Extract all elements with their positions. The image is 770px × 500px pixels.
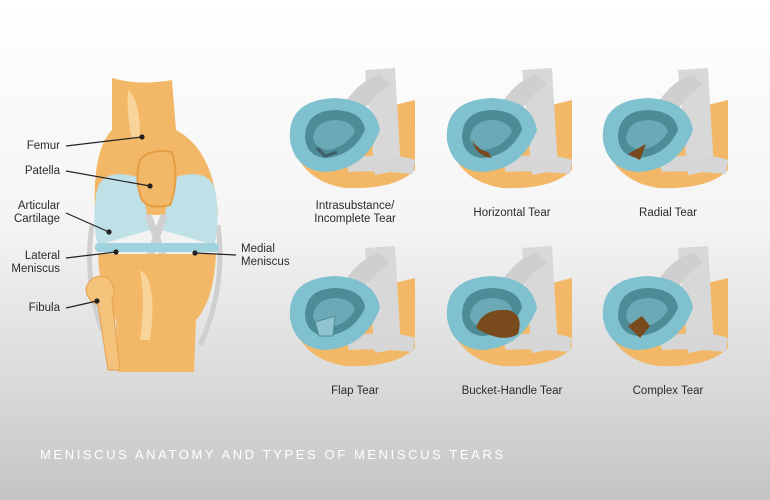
tear-label-line: Intrasubstance/: [315, 200, 395, 212]
label-line: Lateral: [24, 250, 60, 262]
ligament: [502, 333, 572, 352]
ligament: [502, 155, 572, 174]
tibia-highlight: [140, 270, 153, 340]
tear-illustrations: [289, 68, 728, 367]
tear-mark: [476, 309, 520, 338]
label-femur: Femur: [26, 140, 60, 152]
tear-label-radial: Radial Tear: [593, 207, 743, 220]
meniscus-center: [626, 120, 668, 150]
label-patella: Patella: [24, 165, 60, 177]
label-line: Medial: [241, 243, 275, 255]
label-line: Meniscus: [241, 256, 290, 268]
label-line: Cartilage: [13, 213, 60, 225]
tear-label-line: Horizontal Tear: [473, 207, 551, 219]
label-line: Meniscus: [11, 263, 60, 275]
meniscus: [95, 243, 219, 252]
tear-label-bucket: Bucket-Handle Tear: [437, 385, 587, 398]
tibia: [98, 254, 216, 372]
tear-mark: [628, 144, 646, 160]
tear-label-line: Flap Tear: [331, 385, 379, 397]
fibula: [85, 275, 121, 371]
tear-label-flap: Flap Tear: [280, 385, 430, 398]
articular-cartilage: [94, 174, 150, 245]
femur-highlight: [127, 90, 140, 140]
figure-caption: MENISCUS ANATOMY AND TYPES OF MENISCUS T…: [40, 447, 506, 462]
tear-illustration-flap: [289, 246, 415, 367]
tear-illustration-complex: [602, 246, 728, 367]
tear-mark: [314, 315, 336, 337]
patella: [136, 150, 177, 208]
meniscus-center: [470, 120, 512, 150]
meniscus-center: [313, 120, 355, 150]
tear-illustration-bucket: [446, 246, 572, 367]
ligament: [345, 155, 415, 174]
label-fibula: Fibula: [28, 302, 60, 314]
tear-label-horizontal: Horizontal Tear: [437, 207, 587, 220]
leader-lines: [65, 134, 237, 309]
ligament: [658, 155, 728, 174]
tear-label-line: Incomplete Tear: [314, 213, 396, 225]
tear-mark: [472, 140, 492, 158]
tear-label-line: Bucket-Handle Tear: [461, 385, 563, 397]
medial-ligament: [197, 224, 223, 347]
articular-cartilage: [162, 174, 218, 245]
tear-illustration-horizontal: [446, 68, 572, 189]
tear-label-line: Radial Tear: [639, 207, 697, 219]
ligament: [658, 333, 728, 352]
lateral-ligament: [87, 224, 105, 331]
tear-illustration-intrasubstance: [289, 68, 415, 189]
tear-mark: [628, 316, 650, 338]
knee-diagram: [65, 78, 237, 372]
ligament: [345, 333, 415, 352]
tear-mark: [315, 146, 338, 158]
tear-label-intrasubstance: Intrasubstance/Incomplete Tear: [280, 200, 430, 226]
tear-label-complex: Complex Tear: [593, 385, 743, 398]
tear-illustration-radial: [602, 68, 728, 189]
label-line: Articular: [17, 200, 60, 212]
tear-label-line: Complex Tear: [632, 385, 704, 397]
